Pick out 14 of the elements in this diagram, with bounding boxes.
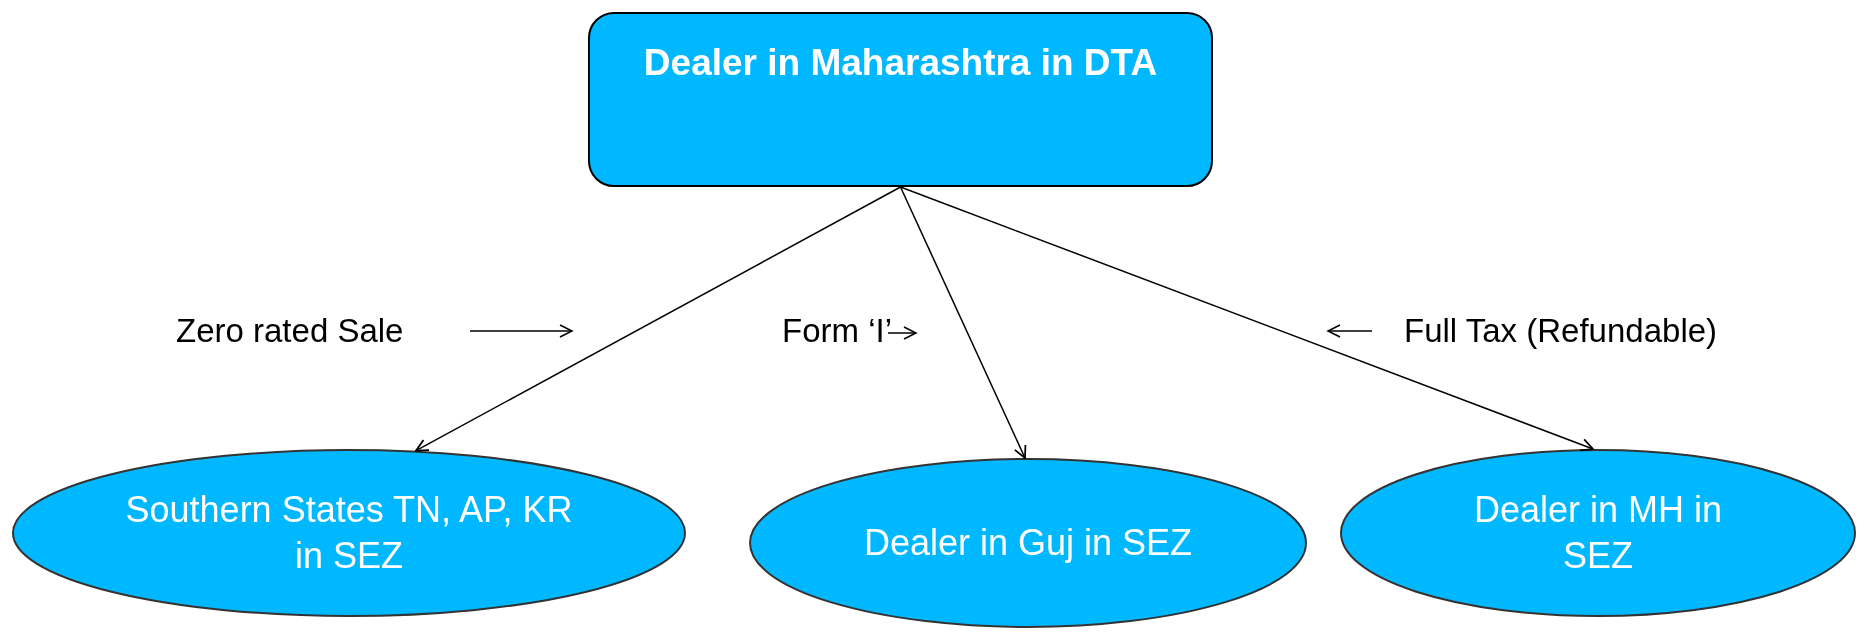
node-text: Southern States TN, AP, KR in SEZ xyxy=(124,488,574,578)
node-text: Dealer in Guj in SEZ xyxy=(863,521,1193,565)
arrow xyxy=(415,186,902,452)
ellipse-node xyxy=(749,458,1307,628)
arrow xyxy=(899,186,1027,459)
node-text: Dealer in Maharashtra in DTA xyxy=(643,41,1158,85)
node-text: Dealer in MH in SEZ xyxy=(1472,488,1724,578)
process-box xyxy=(588,12,1213,187)
edge-label: Zero rated Sale xyxy=(176,311,404,351)
edge-label: Full Tax (Refundable) xyxy=(1404,311,1718,351)
edge-label: Form ‘I’ xyxy=(782,311,892,351)
arrow xyxy=(899,186,1594,452)
ellipse-node xyxy=(1340,449,1856,617)
ellipse-node xyxy=(12,449,686,617)
